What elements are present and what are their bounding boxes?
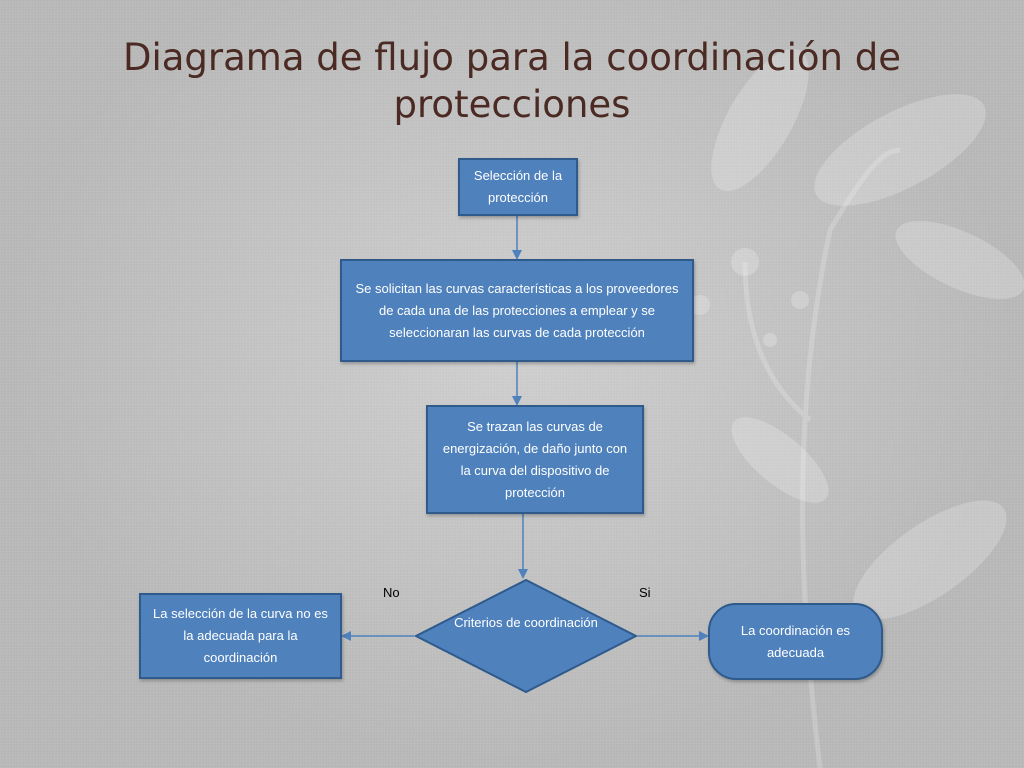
- slide-title: Diagrama de flujo para la coordinación d…: [122, 36, 902, 126]
- outcome-not-adequate-text: La selección de la curva no es la adecua…: [153, 606, 328, 665]
- outcome-adequate: La coordinación es adecuada: [708, 603, 883, 680]
- branch-yes-label: Si: [639, 585, 651, 600]
- step-select-protection-text: Selección de la protección: [473, 168, 563, 205]
- step-select-protection: Selección de la protección: [458, 158, 578, 216]
- decision-diamond: [414, 578, 638, 694]
- step-plot-curves-text: Se trazan las curvas de energización, de…: [442, 418, 628, 500]
- step-request-curves-text: Se solicitan las curvas características …: [355, 280, 679, 340]
- branch-no-label: No: [383, 585, 400, 600]
- step-request-curves: Se solicitan las curvas características …: [340, 259, 694, 362]
- outcome-adequate-text: La coordinación es adecuada: [740, 622, 851, 660]
- outcome-not-adequate: La selección de la curva no es la adecua…: [139, 593, 342, 679]
- decision-text: Criterios de coordinación: [454, 615, 598, 630]
- step-plot-curves: Se trazan las curvas de energización, de…: [426, 405, 644, 514]
